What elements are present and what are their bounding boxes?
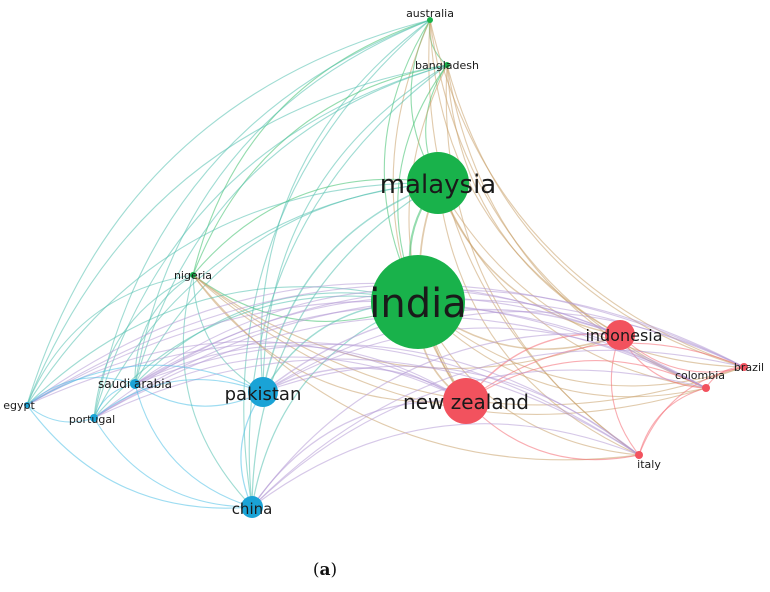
link-malaysia-china xyxy=(251,182,439,508)
link-pakistan-egypt xyxy=(26,364,264,406)
link-nigeria-italy xyxy=(192,274,640,461)
label-india: india xyxy=(369,281,466,327)
caption-letter: a xyxy=(319,560,331,580)
node-italy[interactable] xyxy=(635,451,643,459)
link-australia-saudi_arabia xyxy=(134,19,431,385)
link-colombia-italy xyxy=(638,387,707,456)
link-malaysia-italy xyxy=(437,182,640,456)
label-pakistan: pakistan xyxy=(225,384,302,405)
link-australia-china xyxy=(243,19,431,508)
node-australia[interactable] xyxy=(427,17,433,23)
link-india-brazil xyxy=(417,301,745,387)
label-indonesia: indonesia xyxy=(585,326,662,345)
link-layer xyxy=(26,19,745,509)
link-brazil-italy xyxy=(638,366,745,456)
link-malaysia-nigeria xyxy=(192,178,439,276)
link-new_zealand-italy xyxy=(465,400,640,461)
figure-caption: (a) xyxy=(0,560,650,580)
label-china: china xyxy=(232,500,273,518)
node-indonesia[interactable] xyxy=(605,320,635,350)
label-brazil: brazil xyxy=(734,361,764,374)
link-italy-pakistan xyxy=(262,365,640,456)
link-bangladesh-saudi_arabia xyxy=(134,64,448,385)
node-india[interactable] xyxy=(371,255,465,349)
link-colombia-egypt xyxy=(26,300,707,406)
label-australia: australia xyxy=(406,7,454,20)
link-egypt-portugal xyxy=(26,404,95,423)
link-new_zealand-saudi_arabia xyxy=(134,345,467,402)
network-graph: australia bangladesh malaysia nigeria india i… xyxy=(3,7,764,518)
node-pakistan[interactable] xyxy=(248,377,278,407)
label-egypt: egypt xyxy=(3,399,35,412)
caption-close: ) xyxy=(330,560,338,580)
link-nigeria-indonesia xyxy=(192,274,621,370)
link-portugal-china xyxy=(93,417,253,508)
link-italy-china xyxy=(251,423,640,508)
link-saudi_arabia-china xyxy=(134,383,253,508)
node-portugal[interactable] xyxy=(90,414,98,422)
link-italy-portugal xyxy=(93,358,640,456)
link-nigeria-china xyxy=(182,274,253,508)
link-bangladesh-china xyxy=(248,64,448,508)
link-bangladesh-brazil xyxy=(446,64,745,368)
node-brazil[interactable] xyxy=(740,363,748,371)
label-colombia: colombia xyxy=(675,369,725,382)
link-italy-egypt xyxy=(26,341,640,456)
link-bangladesh-egypt xyxy=(26,64,448,406)
label-portugal: portugal xyxy=(69,413,115,426)
node-new-zealand[interactable] xyxy=(443,378,489,424)
link-new_zealand-china xyxy=(251,399,467,508)
link-bangladesh-pakistan xyxy=(262,64,448,393)
node-colombia[interactable] xyxy=(702,384,710,392)
link-australia-egypt xyxy=(26,19,431,406)
link-indonesia-italy xyxy=(610,334,640,456)
link-bangladesh-italy xyxy=(445,64,640,456)
link-malaysia-egypt xyxy=(26,182,439,406)
link-india-egypt xyxy=(26,286,419,406)
link-saudi_arabia-pakistan xyxy=(134,383,264,407)
link-new_zealand-portugal xyxy=(93,356,467,419)
caption-open: ( xyxy=(312,560,320,580)
link-australia-portugal xyxy=(93,19,431,419)
label-layer: australia bangladesh malaysia nigeria india i… xyxy=(3,7,764,518)
link-egypt-china xyxy=(26,404,253,509)
node-layer xyxy=(24,17,748,518)
node-saudi-arabia[interactable] xyxy=(130,379,140,389)
link-nigeria-saudi_arabia xyxy=(134,274,194,385)
label-saudi-arabia: saudi arabia xyxy=(98,377,172,391)
node-nigeria[interactable] xyxy=(190,272,196,278)
label-bangladesh: bangladesh xyxy=(415,59,479,72)
label-malaysia: malaysia xyxy=(380,170,497,200)
node-china[interactable] xyxy=(241,496,263,518)
link-malaysia-portugal xyxy=(93,182,439,419)
link-nigeria-egypt xyxy=(26,274,194,406)
link-bangladesh-portugal xyxy=(93,64,448,419)
link-bangladesh-indonesia xyxy=(446,64,621,336)
link-nigeria-pakistan xyxy=(192,274,264,393)
label-new-zealand: new zealand xyxy=(403,390,529,414)
node-egypt[interactable] xyxy=(24,402,30,408)
link-new_zealand-egypt xyxy=(26,340,467,406)
link-indonesia-portugal xyxy=(93,296,621,419)
link-malaysia-indonesia xyxy=(437,182,621,336)
label-italy: italy xyxy=(637,458,661,471)
node-malaysia[interactable] xyxy=(407,152,469,214)
link-pakistan-portugal xyxy=(93,378,264,419)
node-bangladesh[interactable] xyxy=(444,62,450,68)
label-nigeria: nigeria xyxy=(174,269,212,282)
